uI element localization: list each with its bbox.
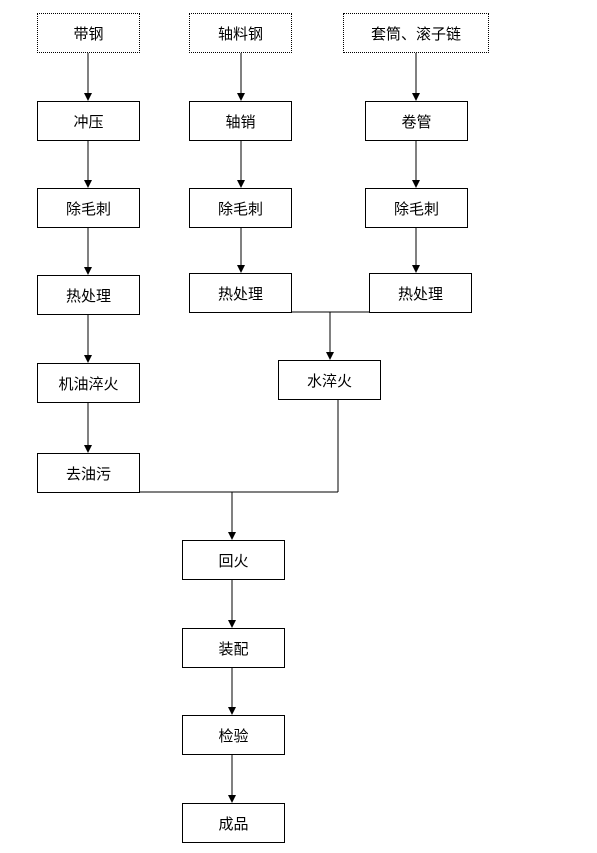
node-label: 机油淬火 [58, 374, 119, 393]
node-label: 带钢 [73, 24, 104, 43]
node-label: 除毛刺 [65, 199, 111, 218]
step-assembly: 装配 [182, 628, 285, 668]
node-label: 装配 [218, 639, 249, 658]
step-water-quench: 水淬火 [278, 360, 381, 400]
step-degrease: 去油污 [37, 453, 140, 493]
step-roll-tube: 卷管 [365, 101, 468, 141]
step-stamping: 冲压 [37, 101, 140, 141]
step-inspection: 检验 [182, 715, 285, 755]
step-deburr-3: 除毛刺 [365, 188, 468, 228]
node-label: 热处理 [65, 286, 111, 305]
node-label: 卷管 [401, 112, 432, 131]
step-heat-treat-2: 热处理 [189, 273, 292, 313]
node-label: 热处理 [217, 284, 263, 303]
node-label: 成品 [218, 814, 249, 833]
node-label: 轴销 [225, 112, 256, 131]
step-tempering: 回火 [182, 540, 285, 580]
step-oil-quench: 机油淬火 [37, 363, 140, 403]
node-label: 去油污 [65, 464, 111, 483]
step-pin: 轴销 [189, 101, 292, 141]
node-label: 热处理 [397, 284, 443, 303]
step-deburr-2: 除毛刺 [189, 188, 292, 228]
node-label: 轴料钢 [217, 24, 263, 43]
step-finished-product: 成品 [182, 803, 285, 843]
step-heat-treat-3: 热处理 [369, 273, 472, 313]
step-heat-treat-1: 热处理 [37, 275, 140, 315]
step-deburr-1: 除毛刺 [37, 188, 140, 228]
input-pin-steel: 轴料钢 [189, 13, 292, 53]
node-label: 除毛刺 [393, 199, 439, 218]
node-label: 冲压 [73, 112, 104, 131]
input-strip-steel: 带钢 [37, 13, 140, 53]
node-label: 回火 [218, 551, 249, 570]
node-label: 套筒、滚子链 [370, 24, 461, 43]
node-label: 检验 [218, 726, 249, 745]
input-sleeve-roller-chain: 套筒、滚子链 [343, 13, 489, 53]
node-label: 除毛刺 [217, 199, 263, 218]
node-label: 水淬火 [306, 371, 352, 390]
